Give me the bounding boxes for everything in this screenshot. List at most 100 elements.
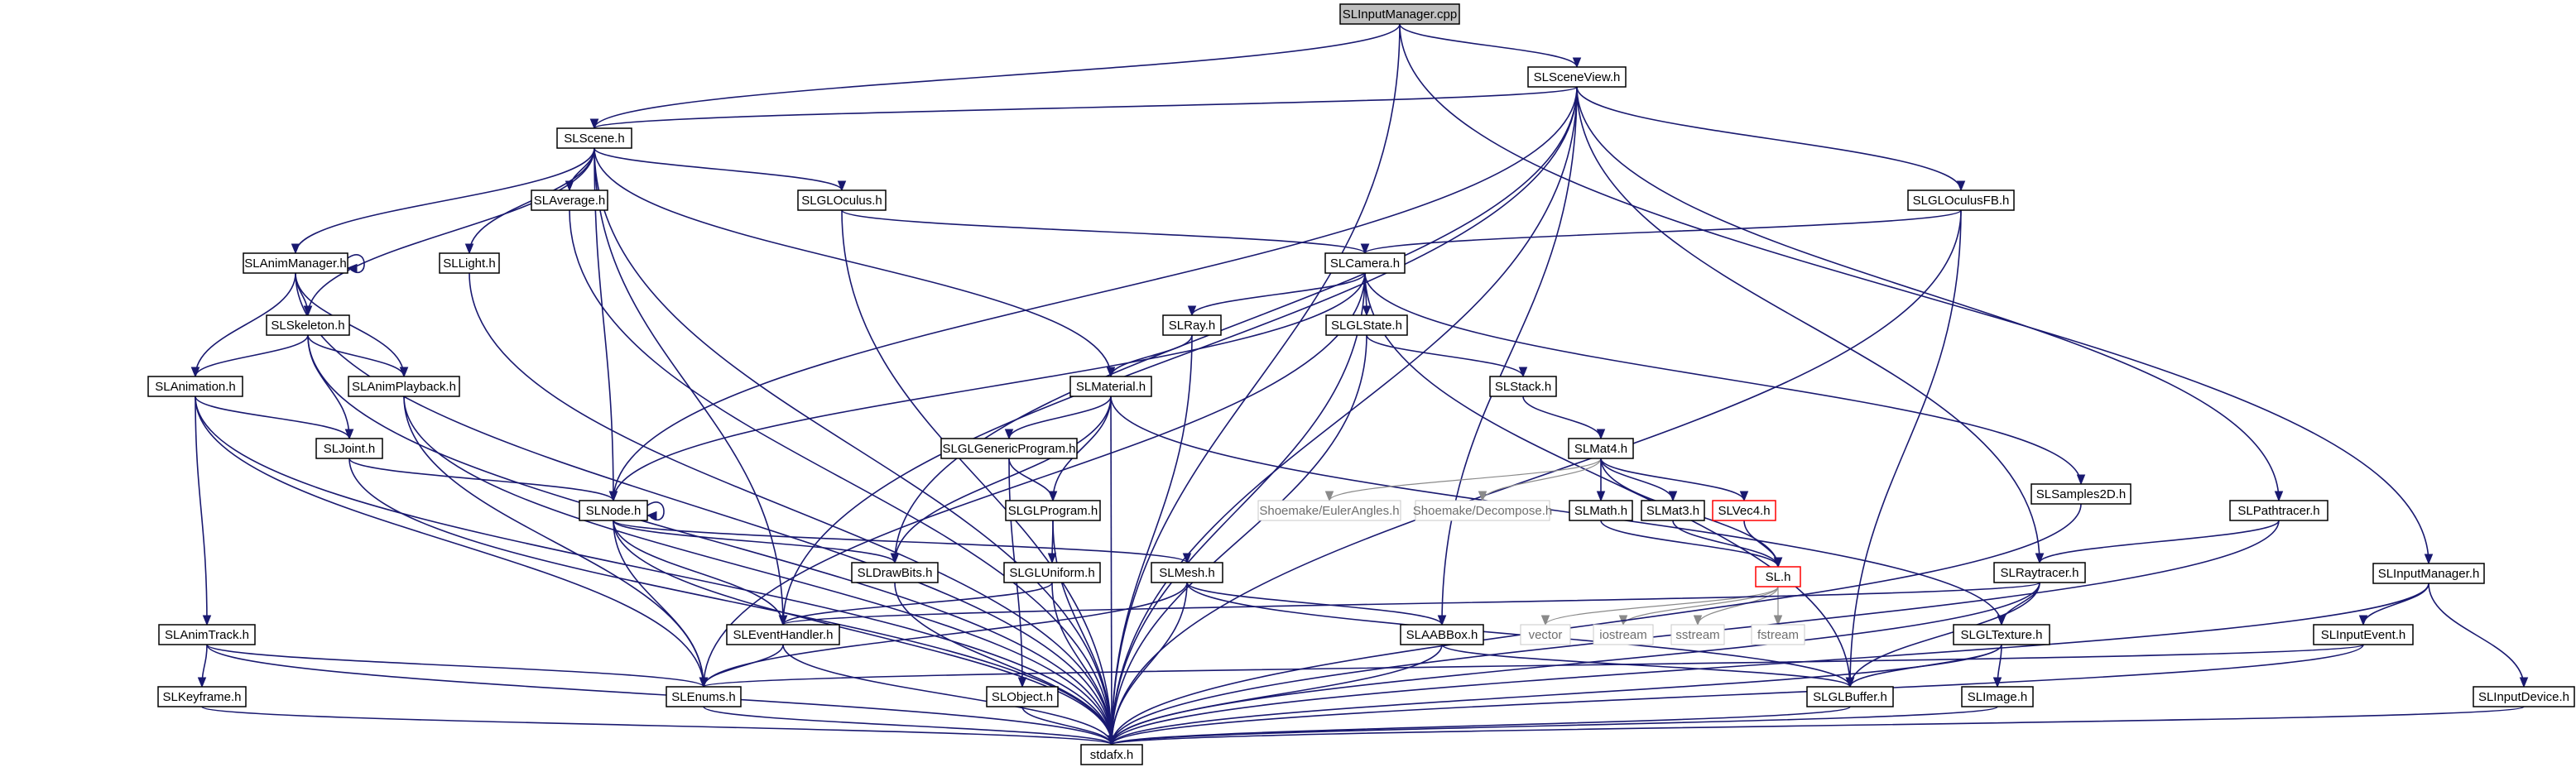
node-box[interactable] bbox=[1400, 624, 1484, 645]
edge-slskeleton-h-to-slanimation-h bbox=[190, 334, 309, 378]
node-box[interactable] bbox=[157, 686, 247, 707]
node-slmat3-h[interactable]: SLMat3.h bbox=[1641, 500, 1705, 521]
node-box[interactable] bbox=[2031, 483, 2131, 505]
node-box[interactable] bbox=[1162, 314, 1222, 336]
node-box[interactable] bbox=[579, 500, 648, 521]
node-box[interactable] bbox=[1325, 314, 1408, 336]
node-slinputmanager-cpp[interactable]: SLInputManager.cpp bbox=[1339, 3, 1460, 25]
node-slmesh-h[interactable]: SLMesh.h bbox=[1151, 562, 1223, 583]
node-box[interactable] bbox=[243, 252, 348, 274]
node-box[interactable] bbox=[1339, 3, 1460, 25]
node-slgluniform-h[interactable]: SLGLUniform.h bbox=[1003, 562, 1101, 583]
node-slgltexture-h[interactable]: SLGLTexture.h bbox=[1953, 624, 2050, 645]
node-slaabbox-h[interactable]: SLAABBox.h bbox=[1400, 624, 1484, 645]
edge-line bbox=[469, 272, 1113, 746]
node-box[interactable] bbox=[1993, 562, 2086, 583]
node-box[interactable] bbox=[1712, 500, 1776, 521]
edge-slmaterial-h-to-slgltexture-h bbox=[1110, 396, 2006, 626]
node-box[interactable] bbox=[1489, 376, 1557, 397]
node-box bbox=[1257, 500, 1401, 521]
node-slsamples2d-h[interactable]: SLSamples2D.h bbox=[2031, 483, 2131, 505]
node-box[interactable] bbox=[1755, 566, 1801, 587]
node-box[interactable] bbox=[726, 624, 840, 645]
edge-line bbox=[613, 520, 784, 626]
node-slgloculus-h[interactable]: SLGLOculus.h bbox=[797, 189, 887, 211]
edge-arrowhead bbox=[1572, 57, 1582, 69]
node-slinputmanager-h[interactable]: SLInputManager.h bbox=[2372, 563, 2485, 584]
node-slinputdevice-h[interactable]: SLInputDevice.h bbox=[2473, 686, 2575, 707]
node-slkeyframe-h[interactable]: SLKeyframe.h bbox=[157, 686, 247, 707]
node-box[interactable] bbox=[2473, 686, 2575, 707]
node-slglbuffer-h[interactable]: SLGLBuffer.h bbox=[1806, 686, 1894, 707]
node-box[interactable] bbox=[315, 438, 383, 459]
node-slnode-h[interactable]: SLNode.h bbox=[579, 500, 648, 521]
edge-sl-h-to-vector bbox=[1540, 586, 1779, 626]
node-box[interactable] bbox=[147, 376, 243, 397]
node-box[interactable] bbox=[851, 562, 939, 583]
node-box[interactable] bbox=[1961, 686, 2034, 707]
node-box[interactable] bbox=[158, 624, 256, 645]
node-box[interactable] bbox=[1568, 438, 1634, 459]
node-box[interactable] bbox=[986, 686, 1059, 707]
node-slobject-h[interactable]: SLObject.h bbox=[986, 686, 1059, 707]
node-box[interactable] bbox=[1527, 66, 1627, 88]
node-slglprogram-h[interactable]: SLGLProgram.h bbox=[1005, 500, 1101, 521]
edge-slinputmanager-cpp-to-slscene-h bbox=[589, 23, 1401, 130]
node-slskeleton-h[interactable]: SLSkeleton.h bbox=[266, 314, 350, 336]
node-stdafx-h[interactable]: stdafx.h bbox=[1080, 744, 1143, 765]
node-box[interactable] bbox=[940, 438, 1078, 459]
node-sl-h[interactable]: SL.h bbox=[1755, 566, 1801, 587]
node-box[interactable] bbox=[1907, 189, 2015, 211]
node-box[interactable] bbox=[2313, 624, 2414, 645]
node-slraytracer-h[interactable]: SLRaytracer.h bbox=[1993, 562, 2086, 583]
node-box[interactable] bbox=[1151, 562, 1223, 583]
node-slstack-h[interactable]: SLStack.h bbox=[1489, 376, 1557, 397]
node-box[interactable] bbox=[666, 686, 742, 707]
node-slvec4-h[interactable]: SLVec4.h bbox=[1712, 500, 1776, 521]
node-label: SLLight.h bbox=[443, 257, 495, 271]
node-box[interactable] bbox=[1003, 562, 1101, 583]
node-box[interactable] bbox=[531, 189, 608, 211]
edge-slkeyframe-h-to-stdafx-h bbox=[201, 706, 1117, 746]
node-slenums-h[interactable]: SLEnums.h bbox=[666, 686, 742, 707]
node-slanimtrack-h[interactable]: SLAnimTrack.h bbox=[158, 624, 256, 645]
node-slmat4-h[interactable]: SLMat4.h bbox=[1568, 438, 1634, 459]
node-box[interactable] bbox=[2229, 500, 2328, 521]
node-slanimmanager-h[interactable]: SLAnimManager.h bbox=[243, 252, 348, 274]
node-slgloculusfb-h[interactable]: SLGLOculusFB.h bbox=[1907, 189, 2015, 211]
node-box[interactable] bbox=[1080, 744, 1143, 765]
node-box[interactable] bbox=[1069, 376, 1152, 397]
node-box[interactable] bbox=[1005, 500, 1101, 521]
node-slray-h[interactable]: SLRay.h bbox=[1162, 314, 1222, 336]
node-slaverage-h[interactable]: SLAverage.h bbox=[531, 189, 608, 211]
node-sljoint-h[interactable]: SLJoint.h bbox=[315, 438, 383, 459]
node-slmaterial-h[interactable]: SLMaterial.h bbox=[1069, 376, 1152, 397]
node-box[interactable] bbox=[1641, 500, 1705, 521]
node-slimage-h[interactable]: SLImage.h bbox=[1961, 686, 2034, 707]
node-slinputevent-h[interactable]: SLInputEvent.h bbox=[2313, 624, 2414, 645]
node-slanimplayback-h[interactable]: SLAnimPlayback.h bbox=[348, 376, 460, 397]
node-slscene-h[interactable]: SLScene.h bbox=[556, 127, 632, 149]
node-slmath-h[interactable]: SLMath.h bbox=[1569, 500, 1633, 521]
node-sllight-h[interactable]: SLLight.h bbox=[439, 252, 500, 274]
node-box[interactable] bbox=[266, 314, 350, 336]
node-slglstate-h[interactable]: SLGLState.h bbox=[1325, 314, 1408, 336]
node-box[interactable] bbox=[1806, 686, 1894, 707]
edge-line bbox=[1110, 334, 1193, 377]
node-slsceneview-h[interactable]: SLSceneView.h bbox=[1527, 66, 1627, 88]
node-box[interactable] bbox=[1569, 500, 1633, 521]
node-slglgenericprogram-h[interactable]: SLGLGenericProgram.h bbox=[940, 438, 1078, 459]
node-box[interactable] bbox=[556, 127, 632, 149]
node-box[interactable] bbox=[1324, 252, 1406, 274]
node-box[interactable] bbox=[348, 376, 460, 397]
node-slanimation-h[interactable]: SLAnimation.h bbox=[147, 376, 243, 397]
node-sleventhandler-h[interactable]: SLEventHandler.h bbox=[726, 624, 840, 645]
node-slpathtracer-h[interactable]: SLPathtracer.h bbox=[2229, 500, 2328, 521]
node-box[interactable] bbox=[1953, 624, 2050, 645]
node-box[interactable] bbox=[2372, 563, 2485, 584]
node-sldrawbits-h[interactable]: SLDrawBits.h bbox=[851, 562, 939, 583]
node-box[interactable] bbox=[439, 252, 500, 274]
node-slcamera-h[interactable]: SLCamera.h bbox=[1324, 252, 1406, 274]
node-box[interactable] bbox=[797, 189, 887, 211]
edge-line bbox=[1329, 458, 1602, 501]
